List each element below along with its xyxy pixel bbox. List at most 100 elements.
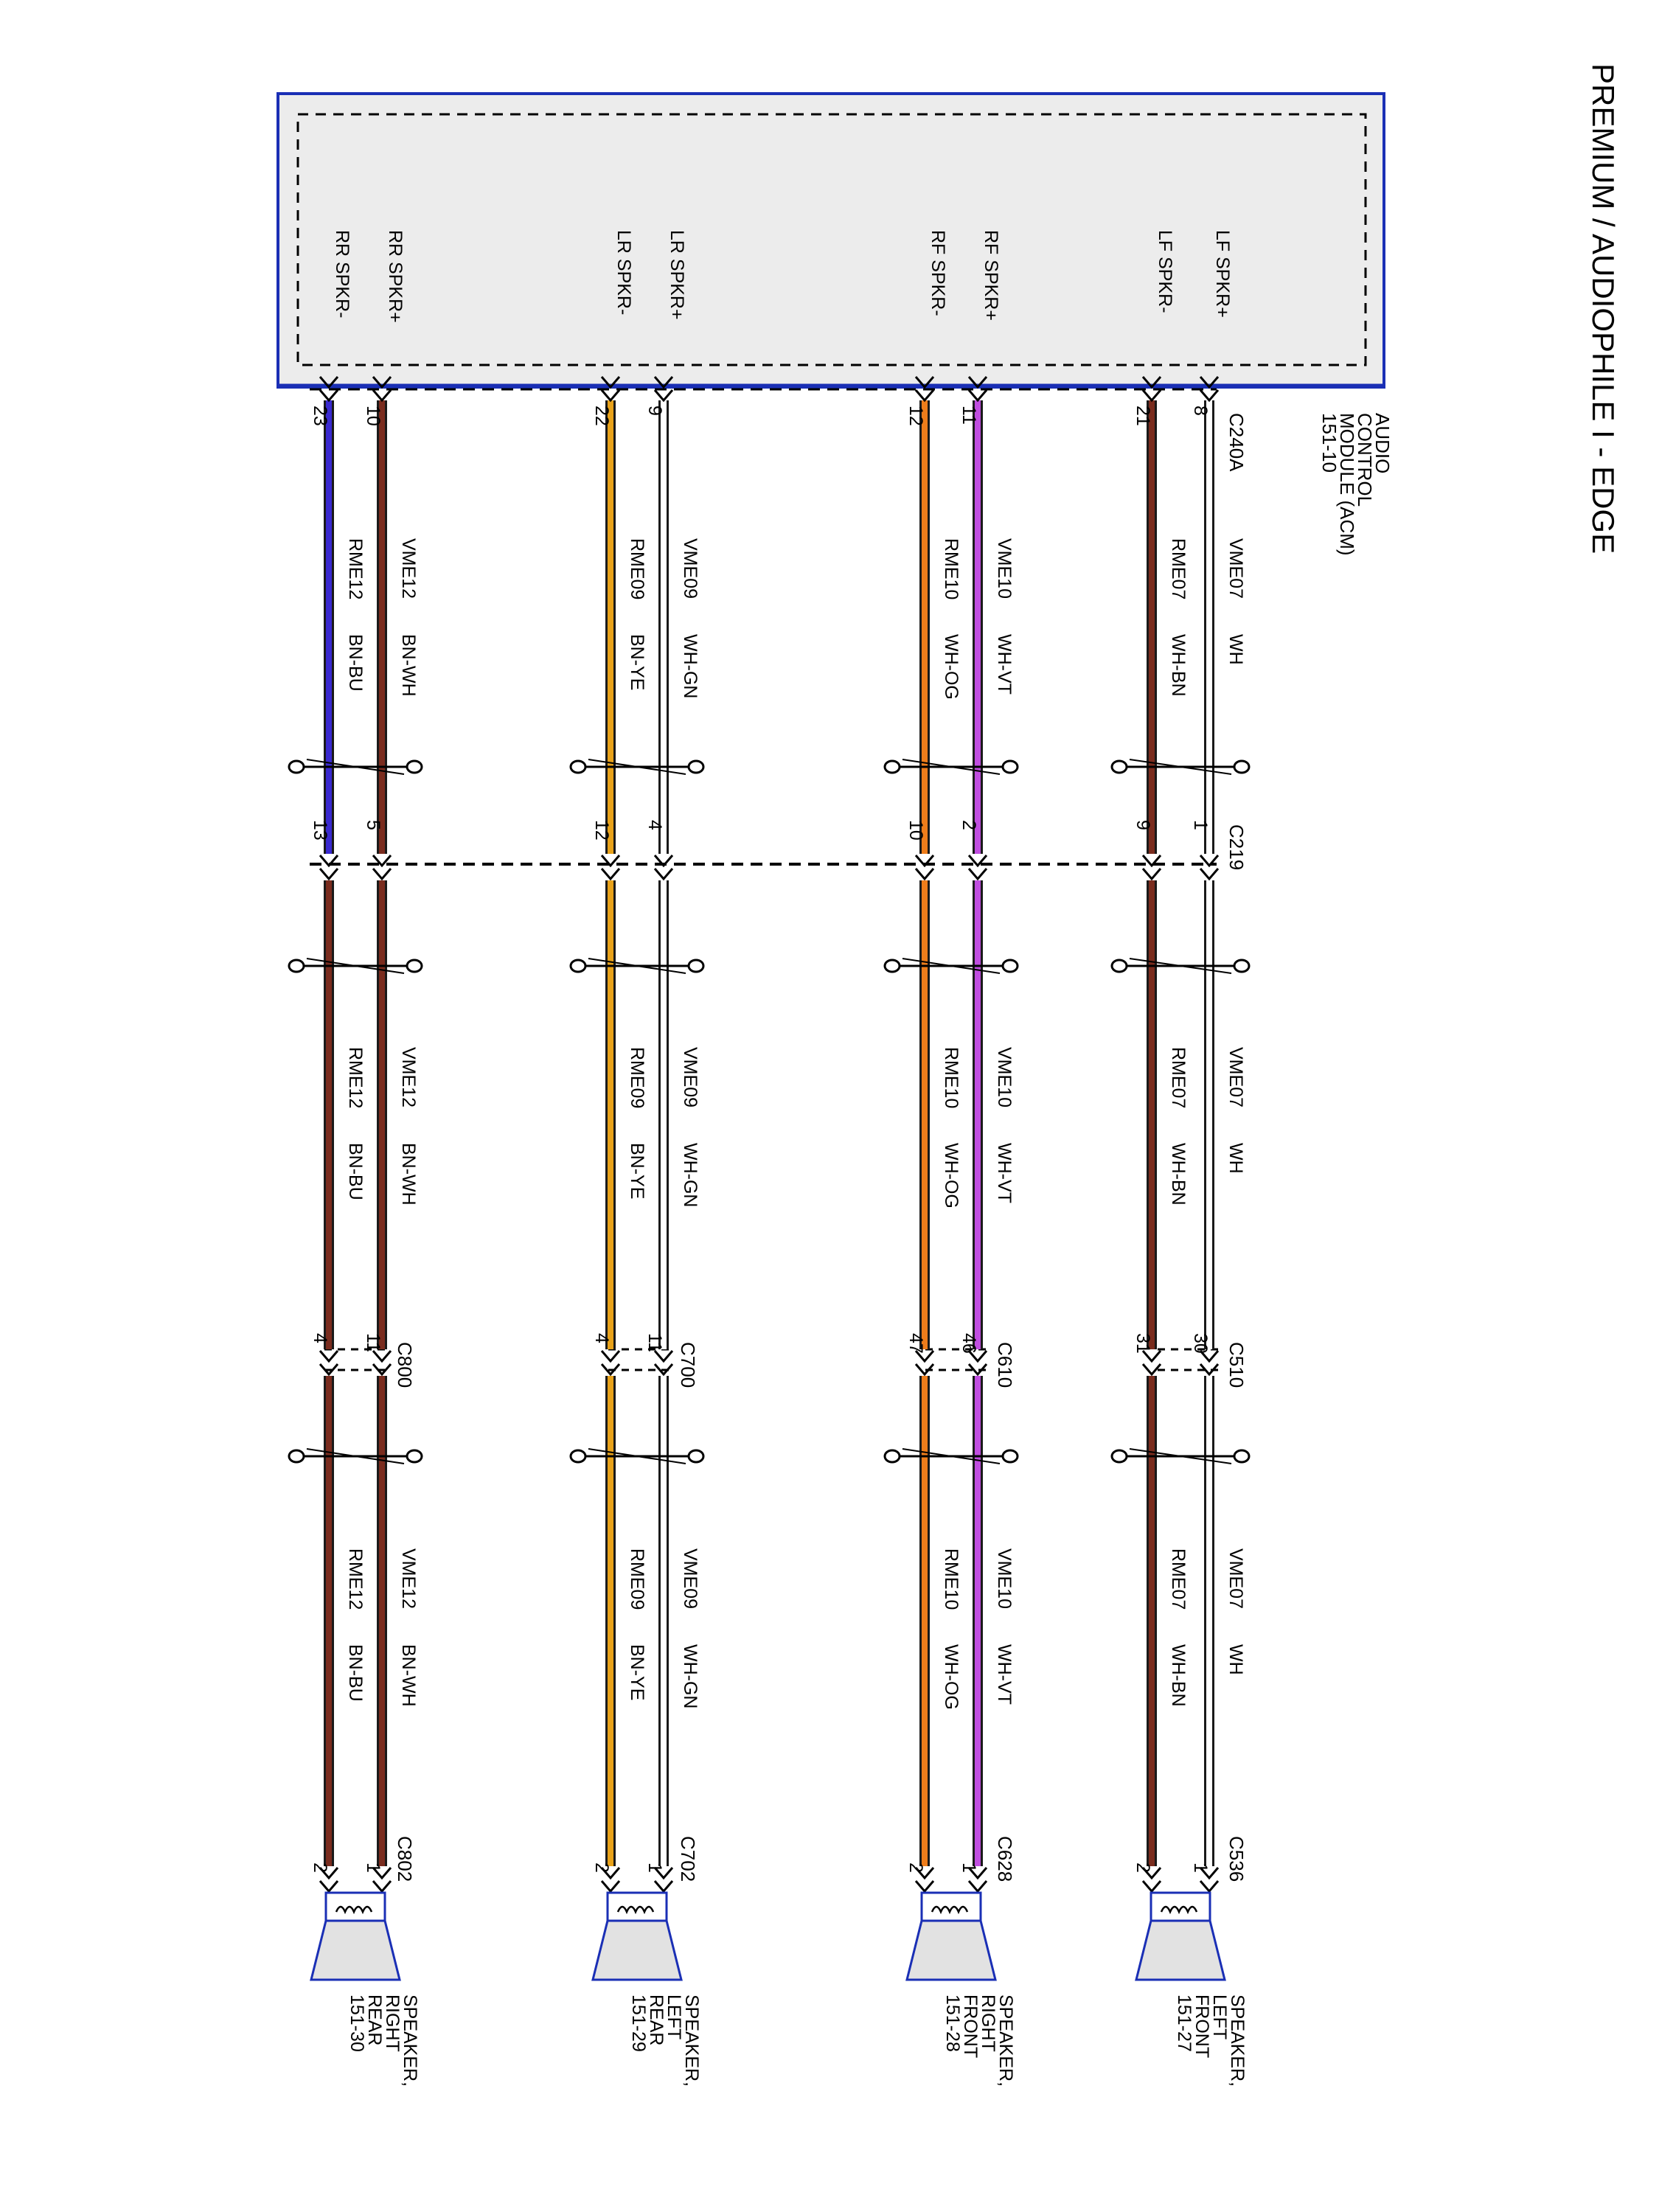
lf-wire-plus-mid-terminal-bottom [1199,1363,1220,1377]
lf-twist-1-cross [1129,759,1232,775]
module-name: AUDIO CONTROL MODULE (ACM) 151-10 [1318,413,1394,561]
rr-twist-3-end-left [288,1449,305,1464]
speaker-rr-cone [310,1919,401,1981]
lr-wire-plus-spk-pin: 1 [644,1863,665,1873]
speaker-rf-label-line-4: 151-28 [942,1994,963,2052]
lr-wire-plus-mid-terminal-bottom [653,1363,674,1377]
speaker-rf-label: SPEAKER,RIGHTFRONT151-28 [942,1994,1016,2087]
lr-wire-minus-seg3-core [608,1376,613,1866]
lf-twist-1-end-right [1233,759,1251,774]
rr-wire-minus-spk-terminal-bottom [319,1880,339,1893]
lf-wire-plus-color-seg3: WH [1225,1644,1246,1675]
rr-wire-minus-acm-terminal-bottom [319,389,339,403]
rr-wire-minus-circuit-seg3: RME12 [345,1548,366,1610]
rf-twist-3-end-right [1001,1449,1019,1464]
lf-wire-minus-circuit-seg2: RME07 [1168,1047,1189,1108]
c219-label: C219 [1225,824,1248,870]
lf-wire-minus-acm-terminal-top [1141,376,1162,389]
lr-wire-plus-seg2-core [661,880,667,1349]
rr-wire-plus-color-seg3: BN-WH [398,1644,419,1707]
c536-label: C536 [1225,1836,1248,1882]
lf-twist-2-cross [1129,958,1232,974]
lf-wire-plus-spk-pin: 1 [1190,1863,1211,1873]
speaker-lf-cone [1135,1919,1226,1981]
c628-label: C628 [994,1836,1016,1882]
module-name-line-3: MODULE (ACM) [1336,413,1358,556]
rf-wire-minus-spk-terminal-top [914,1867,935,1880]
rr-wire-plus-acm-terminal-bottom [372,389,392,403]
lf-wire-minus-seg1-core [1149,400,1155,854]
rf-twist-2-end-left [883,959,901,973]
rf-twist-3-cross [902,1448,1001,1464]
speaker-lr-label-line-3: REAR [646,1994,667,2045]
rr-wire-plus-c219-pin: 5 [363,820,383,830]
rr-wire-plus-spk-terminal-top [372,1867,392,1880]
wires-layer [288,376,1251,1893]
rr-wire-minus-mid-pin: 4 [310,1333,330,1343]
lr-twist-1-cross [588,759,686,775]
lf-wire-minus-circuit-seg3: RME07 [1168,1548,1189,1610]
lf-wire-minus-mid-terminal-bottom [1141,1363,1162,1377]
lf-wire-minus-c219-pin: 9 [1133,820,1153,830]
rf-wire-minus-c219-terminal-top [914,855,935,868]
rf-wire-plus-spk-terminal-top [967,1867,988,1880]
rf-twist-1-cross [902,759,1001,775]
speaker-lr-coil [616,1905,655,1915]
lr-wire-plus-signal-label: LR SPKR+ [667,230,687,320]
lf-wire-plus-seg1-core [1206,400,1212,854]
rf-wire-plus-mid-terminal-top [967,1350,988,1363]
lf-wire-minus-acm-pin: 21 [1133,406,1153,426]
rr-wire-minus-spk-pin: 2 [310,1863,330,1873]
rf-wire-plus-acm-terminal-bottom [967,389,988,403]
rf-wire-plus-c219-terminal-top [967,855,988,868]
lr-twist-3-end-left [569,1449,587,1464]
speaker-rf-magnet [920,1891,982,1922]
lf-wire-plus-mid-terminal-top [1199,1350,1220,1363]
lr-wire-minus-circuit-seg1: RME09 [627,538,647,599]
lf-wire-plus-seg2-core [1206,880,1212,1349]
rf-wire-minus-seg2-core [922,880,928,1349]
lr-wire-minus-acm-terminal-top [600,376,621,389]
lr-wire-plus-circuit-seg1: VME09 [680,538,700,599]
lf-wire-minus-c219-terminal-bottom [1141,868,1162,881]
rf-wire-minus-mid-terminal-top [914,1350,935,1363]
lr-wire-plus-color-seg3: WH-GN [680,1644,700,1708]
rr-twist-1-end-right [406,759,423,774]
c610-label: C610 [994,1342,1016,1388]
rr-twist-2-end-left [288,959,305,973]
lr-wire-plus-mid-pin: 11 [644,1333,665,1352]
speaker-rf-label-line-3: FRONT [960,1994,981,2058]
c800-connector: C800 [324,1342,416,1388]
lf-wire-plus-c219-terminal-top [1199,855,1220,868]
rf-wire-plus-seg3-core [975,1376,981,1866]
rr-wire-minus-acm-terminal-top [319,376,339,389]
lf-wire-minus-mid-pin: 31 [1133,1333,1153,1354]
speaker-rr-label-line-1: SPEAKER, [400,1994,420,2087]
speaker-lf-magnet [1150,1891,1211,1922]
rf-wire-plus-color-seg3: WH-VT [994,1644,1015,1705]
lr-wire-minus-c219-terminal-bottom [600,868,621,881]
rf-wire-plus-acm-pin: 11 [959,406,979,425]
lr-wire-minus-color-seg2: BN-YE [627,1143,647,1199]
rr-wire-minus-mid-terminal-bottom [319,1363,339,1377]
rr-wire-plus-spk-pin: 1 [363,1863,383,1873]
rr-wire-minus-c219-terminal-bottom [319,868,339,881]
rf-wire-plus-spk-pin: 1 [959,1863,979,1873]
rr-wire-minus-seg1-core [326,400,332,854]
rr-wire-plus-mid-terminal-bottom [372,1363,392,1377]
lf-twist-2-end-left [1110,959,1128,973]
rr-wire-plus-seg3-core [379,1376,385,1866]
rf-wire-minus-mid-pin: 47 [905,1333,926,1354]
lr-wire-minus-circuit-seg3: RME09 [627,1548,647,1610]
lr-twist-2-end-left [569,959,587,973]
rr-wire-minus-c219-terminal-top [319,855,339,868]
speaker-lr-label-line-1: SPEAKER, [681,1994,702,2087]
speaker-rr-label-line-3: REAR [364,1994,385,2045]
lr-wire-minus-seg2-core [608,880,613,1349]
lf-wire-plus-acm-terminal-top [1199,376,1220,389]
rr-wire-plus-color-seg2: BN-WH [398,1143,419,1206]
speaker-rf-label-line-1: SPEAKER, [995,1994,1016,2087]
speaker-rr-label-line-2: RIGHT [382,1994,403,2052]
lr-wire-plus-circuit-seg3: VME09 [680,1548,700,1609]
rr-wire-plus-circuit-seg1: VME12 [398,538,419,599]
